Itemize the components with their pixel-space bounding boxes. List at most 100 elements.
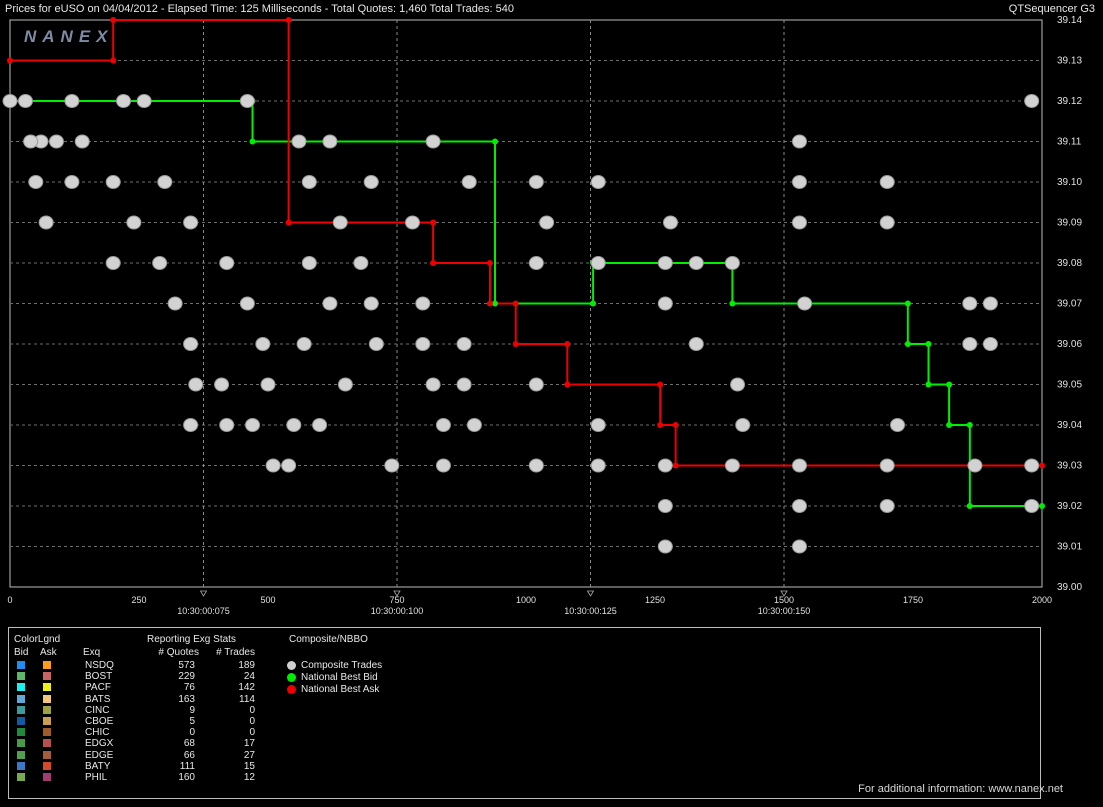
exchange-name: CBOE [85, 716, 114, 727]
exchange-quotes: 9 [189, 704, 195, 716]
exchange-quotes: 111 [179, 760, 195, 772]
composite-trade-point [1024, 458, 1040, 473]
composite-trade-point [528, 377, 544, 392]
exchange-trades: 12 [243, 772, 255, 783]
composite-trade-point [791, 215, 807, 230]
exchange-quotes: 160 [178, 772, 195, 783]
composite-trade-point [64, 175, 80, 189]
exchange-trades: 189 [238, 660, 255, 671]
ask-color-swatch [43, 661, 51, 669]
composite-trade-point [662, 215, 678, 230]
y-tick-label: 39.01 [1057, 542, 1082, 553]
exchange-quotes: 0 [189, 727, 195, 739]
composite-trade-point [23, 134, 39, 149]
series-point [657, 422, 664, 428]
composite-trade-point [301, 256, 317, 270]
composite-trade-point [590, 175, 606, 189]
series-point [249, 138, 256, 145]
composite-trade-point [657, 256, 673, 270]
composite-trade-point [590, 256, 606, 270]
ask-color-swatch [43, 694, 51, 703]
exchange-trades: 17 [243, 738, 255, 750]
composite-trade-point [353, 256, 369, 270]
composite-trade-point [539, 215, 555, 230]
series-point [110, 57, 117, 64]
composite-trade-point [296, 337, 312, 351]
composite-trade-point [363, 175, 379, 189]
composite-trade-point [291, 134, 307, 149]
composite-trade-point [982, 337, 998, 351]
composite-trade-point [265, 458, 281, 473]
composite-trade-point [337, 377, 353, 392]
ask-color-swatch [43, 761, 51, 770]
composite-trade-point [183, 215, 199, 230]
composite-trade-point [255, 337, 271, 351]
series-point [1039, 462, 1045, 469]
bid-color-swatch [17, 761, 25, 770]
composite-trade-point [167, 296, 183, 311]
composite-trade-point [1024, 94, 1040, 108]
composite-legend-marker [287, 673, 296, 682]
exchange-name: BOST [85, 671, 113, 683]
x-tick-label: 1500 [774, 595, 794, 605]
price-chart: NANEX 39.0039.0139.0239.0339.0439.0539.0… [2, 15, 1082, 616]
x-tick-label: 500 [260, 595, 275, 605]
bid-color-swatch [17, 672, 25, 681]
y-tick-label: 39.09 [1057, 218, 1082, 229]
x-tick-label: 250 [131, 595, 146, 605]
exchange-name: BATY [85, 760, 111, 772]
composite-trade-point [38, 215, 54, 230]
composite-trade-point [657, 458, 673, 473]
composite-trade-point [415, 296, 431, 311]
series-point [925, 341, 932, 347]
time-tick-marker [586, 590, 595, 597]
exchange-quotes: 5 [189, 716, 195, 727]
exchange-name: EDGE [85, 749, 114, 761]
exchange-trades: 0 [249, 716, 255, 727]
composite-trade-point [461, 175, 477, 189]
composite-trade-point [435, 458, 451, 473]
time-tick-label: 10:30:00:125 [564, 606, 617, 616]
composite-trade-point [879, 175, 895, 189]
exchange-quotes: 573 [178, 660, 195, 671]
composite-trade-point [590, 458, 606, 473]
bid-color-swatch [17, 661, 25, 669]
exq-header: Exq [83, 647, 101, 658]
ask-color-swatch [43, 728, 51, 737]
x-tick-label: 1750 [903, 595, 923, 605]
composite-trade-point [724, 256, 740, 270]
series-point [285, 17, 292, 23]
composite-trade-point [435, 418, 451, 432]
exchange-trades: 114 [239, 693, 255, 705]
composite-trade-point [456, 377, 472, 392]
composite-trade-point [245, 418, 261, 432]
series-line [10, 100, 1042, 507]
series-point [672, 462, 679, 469]
y-tick-label: 39.02 [1057, 501, 1082, 512]
x-tick-label: 750 [389, 595, 404, 605]
exchange-name: PHIL [85, 772, 108, 783]
composite-trade-point [157, 175, 173, 189]
ask-color-swatch [43, 773, 51, 781]
series-point [564, 381, 571, 388]
bid-color-swatch [17, 728, 25, 737]
composite-trade-point [466, 418, 482, 432]
time-tick-label: 10:30:00:100 [371, 606, 424, 616]
series-point [966, 503, 973, 509]
y-tick-label: 39.04 [1057, 420, 1082, 431]
composite-trade-point [415, 337, 431, 351]
time-tick-label: 10:30:00:075 [177, 606, 230, 616]
series-point [486, 260, 493, 266]
series-point [512, 341, 519, 347]
y-tick-label: 39.00 [1057, 582, 1082, 593]
composite-trade-point [239, 94, 255, 108]
series-point [925, 381, 932, 388]
series-point [946, 422, 953, 428]
time-tick-marker [199, 590, 208, 597]
x-tick-label: 0 [7, 595, 12, 605]
composite-trade-point [791, 458, 807, 473]
time-tick-marker [780, 590, 788, 597]
composite-trade-point [791, 134, 807, 149]
series-point [729, 300, 736, 307]
composite-trade-point [105, 175, 121, 189]
